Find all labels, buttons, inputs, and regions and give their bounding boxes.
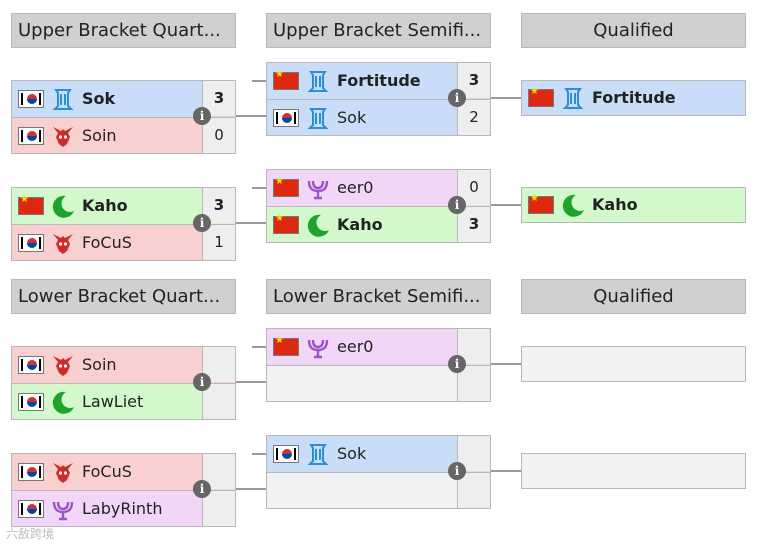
player-name: Sok <box>337 444 367 463</box>
zerg-icon <box>50 459 76 485</box>
score <box>457 473 490 508</box>
zerg-icon <box>50 352 76 378</box>
header-upper-bracket-quarterfinals: Upper Bracket Quart... <box>11 13 236 48</box>
china-flag-icon <box>18 194 44 215</box>
qualified-slot-empty <box>521 346 746 382</box>
player-row[interactable]: LawLiet <box>12 383 235 419</box>
zerg-icon <box>50 230 76 256</box>
score <box>202 384 235 419</box>
south-korea-flag-icon <box>18 393 44 411</box>
player-name: LawLiet <box>82 392 144 411</box>
match-info-icon[interactable]: i <box>448 355 466 373</box>
header-lower-bracket-semifinals: Lower Bracket Semifi... <box>266 279 491 314</box>
china-flag-icon <box>273 335 299 356</box>
terran-icon <box>305 175 331 201</box>
undead-icon <box>560 192 586 218</box>
player-name: FoCuS <box>82 233 132 252</box>
score: 3 <box>457 63 490 98</box>
south-korea-flag-icon <box>18 463 44 481</box>
terran-icon <box>305 334 331 360</box>
score <box>202 491 235 526</box>
header-upper-bracket-semifinals: Upper Bracket Semifi... <box>266 13 491 48</box>
score <box>457 366 490 401</box>
qualified-slot-empty <box>521 453 746 489</box>
undead-icon <box>305 212 331 238</box>
undead-icon <box>50 389 76 415</box>
player-row[interactable]: FoCuS 1 <box>12 224 235 260</box>
player-name: FoCuS <box>82 462 132 481</box>
match-info-icon[interactable]: i <box>448 462 466 480</box>
player-name: eer0 <box>337 337 374 356</box>
score: 0 <box>202 118 235 153</box>
match-info-icon[interactable]: i <box>193 214 211 232</box>
qualified-slot[interactable]: Kaho <box>521 187 746 223</box>
protoss-icon <box>50 86 76 112</box>
header-upper-qualified: Qualified <box>521 13 746 48</box>
player-name: Soin <box>82 355 117 374</box>
watermark: 六敌跨境 <box>6 527 55 541</box>
qualified-slot[interactable]: Fortitude <box>521 80 746 116</box>
protoss-icon <box>305 68 331 94</box>
china-flag-icon <box>273 176 299 197</box>
score: 1 <box>202 225 235 260</box>
score: 3 <box>457 207 490 242</box>
player-name: eer0 <box>337 178 374 197</box>
south-korea-flag-icon <box>18 500 44 518</box>
player-row[interactable]: Soin 0 <box>12 117 235 153</box>
south-korea-flag-icon <box>18 234 44 252</box>
match-info-icon[interactable]: i <box>193 480 211 498</box>
protoss-icon <box>560 85 586 111</box>
player-row[interactable]: Sok 2 <box>267 99 490 135</box>
china-flag-icon <box>528 86 554 107</box>
header-lower-qualified: Qualified <box>521 279 746 314</box>
undead-icon <box>50 193 76 219</box>
match-info-icon[interactable]: i <box>448 196 466 214</box>
south-korea-flag-icon <box>273 445 299 463</box>
player-name: Sok <box>337 108 367 127</box>
player-name: Fortitude <box>592 88 676 107</box>
player-name: Kaho <box>592 195 638 214</box>
china-flag-icon <box>273 69 299 90</box>
south-korea-flag-icon <box>18 356 44 374</box>
south-korea-flag-icon <box>18 90 44 108</box>
china-flag-icon <box>528 193 554 214</box>
player-name: LabyRinth <box>82 499 163 518</box>
match-info-icon[interactable]: i <box>193 107 211 125</box>
player-name: Soin <box>82 126 117 145</box>
protoss-icon <box>305 105 331 131</box>
score: 2 <box>457 100 490 135</box>
match-lower-qf-1[interactable]: Soin LawLiet <box>11 346 236 420</box>
south-korea-flag-icon <box>18 127 44 145</box>
match-upper-qf-1[interactable]: Sok 3 Soin 0 <box>11 80 236 154</box>
player-name: Fortitude <box>337 71 421 90</box>
player-name: Kaho <box>82 196 128 215</box>
header-lower-bracket-quarterfinals: Lower Bracket Quart... <box>11 279 236 314</box>
protoss-icon <box>305 441 331 467</box>
player-name: Kaho <box>337 215 383 234</box>
player-name: Sok <box>82 89 116 108</box>
terran-icon <box>50 496 76 522</box>
empty-player-row <box>267 472 490 508</box>
match-info-icon[interactable]: i <box>448 89 466 107</box>
zerg-icon <box>50 123 76 149</box>
south-korea-flag-icon <box>273 109 299 127</box>
china-flag-icon <box>273 213 299 234</box>
match-info-icon[interactable]: i <box>193 373 211 391</box>
